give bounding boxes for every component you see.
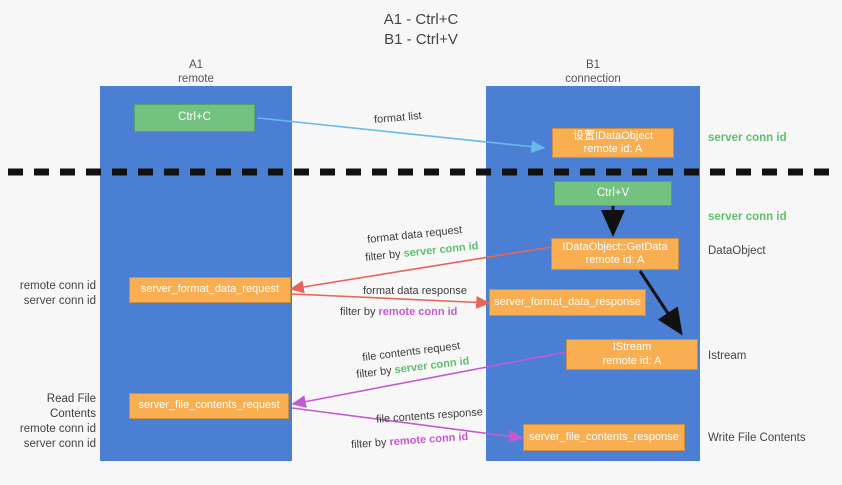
column-a1-sub: remote [178, 73, 214, 85]
annotation-file-contents-response-filter: filter by remote conn id [351, 430, 469, 452]
annotation-file-resp-filter-pre: filter by [350, 436, 387, 452]
column-header-a1: A1 remote [116, 58, 276, 86]
box-server-file-contents-response[interactable]: server_file_contents_response [523, 424, 685, 451]
box-ctrl-c[interactable]: Ctrl+C [134, 104, 255, 132]
column-b1-sub: connection [565, 73, 621, 85]
left-label-remote-conn-id-2: remote conn id [19, 423, 96, 435]
left-label-group-2: Read File Contents remote conn id server… [0, 392, 96, 452]
annotation-format-data-response: format data response [363, 285, 467, 297]
annotation-file-resp-filter-key: remote conn id [389, 430, 469, 449]
box-idataobject-getdata[interactable]: IDataObject::GetData remote id: A [551, 238, 679, 270]
box-set-idataobject-line1: 设置IDataObject [572, 129, 654, 142]
box-server-format-data-response-label: server_format_data_response [494, 295, 641, 308]
left-label-read-file-contents: Read File Contents [46, 393, 96, 420]
box-ctrl-v[interactable]: Ctrl+V [554, 181, 672, 206]
right-label-server-conn-id-2: server conn id [708, 211, 787, 223]
title-line-2: B1 - Ctrl+V [384, 31, 458, 48]
title-line-1: A1 - Ctrl+C [383, 11, 459, 28]
box-ctrl-c-label: Ctrl+C [178, 111, 211, 124]
column-header-b1: B1 connection [513, 58, 673, 86]
right-label-write-file-contents: Write File Contents [708, 432, 806, 444]
left-label-group-1: remote conn id server conn id [0, 279, 96, 309]
box-idataobject-getdata-line2: remote id: A [585, 254, 645, 266]
annotation-fmt-req-filter-key: server conn id [403, 240, 480, 260]
box-server-file-contents-response-label: server_file_contents_response [529, 430, 679, 443]
annotation-format-data-response-filter: filter by remote conn id [340, 305, 457, 319]
box-server-format-data-request-label: server_format_data_request [140, 283, 280, 296]
box-istream-line1: IStream [612, 341, 652, 353]
annotation-format-list: format list [373, 109, 423, 127]
annotation-fmt-resp-filter-pre: filter by [340, 306, 376, 318]
annotation-file-req-filter-pre: filter by [355, 364, 393, 381]
right-label-istream: Istream [708, 350, 747, 362]
box-istream-line2: remote id: A [602, 354, 662, 367]
box-set-idataobject-line2: remote id: A [583, 143, 643, 155]
right-label-dataobject: DataObject [708, 245, 766, 257]
column-b1-name: B1 [585, 59, 601, 71]
right-label-server-conn-id-1: server conn id [708, 132, 787, 144]
box-idataobject-getdata-line1: IDataObject::GetData [562, 240, 668, 253]
page-title: A1 - Ctrl+C B1 - Ctrl+V [0, 10, 842, 50]
box-server-format-data-request[interactable]: server_format_data_request [129, 277, 291, 303]
box-server-format-data-response[interactable]: server_format_data_response [489, 289, 646, 316]
column-a1-name: A1 [188, 59, 204, 71]
box-set-idataobject[interactable]: 设置IDataObject remote id: A [552, 128, 674, 158]
box-ctrl-v-label: Ctrl+V [596, 186, 630, 199]
box-server-file-contents-request-label: server_file_contents_request [138, 399, 280, 412]
annotation-fmt-req-filter-pre: filter by [364, 248, 402, 264]
left-label-server-conn-id-1: server conn id [23, 295, 96, 307]
annotation-file-contents-response: file contents response [375, 406, 484, 426]
left-label-server-conn-id-2: server conn id [23, 438, 96, 450]
box-server-file-contents-request[interactable]: server_file_contents_request [129, 393, 289, 419]
box-istream[interactable]: IStream remote id: A [566, 339, 698, 370]
left-label-remote-conn-id-1: remote conn id [19, 280, 96, 292]
annotation-fmt-resp-filter-key: remote conn id [378, 306, 458, 318]
